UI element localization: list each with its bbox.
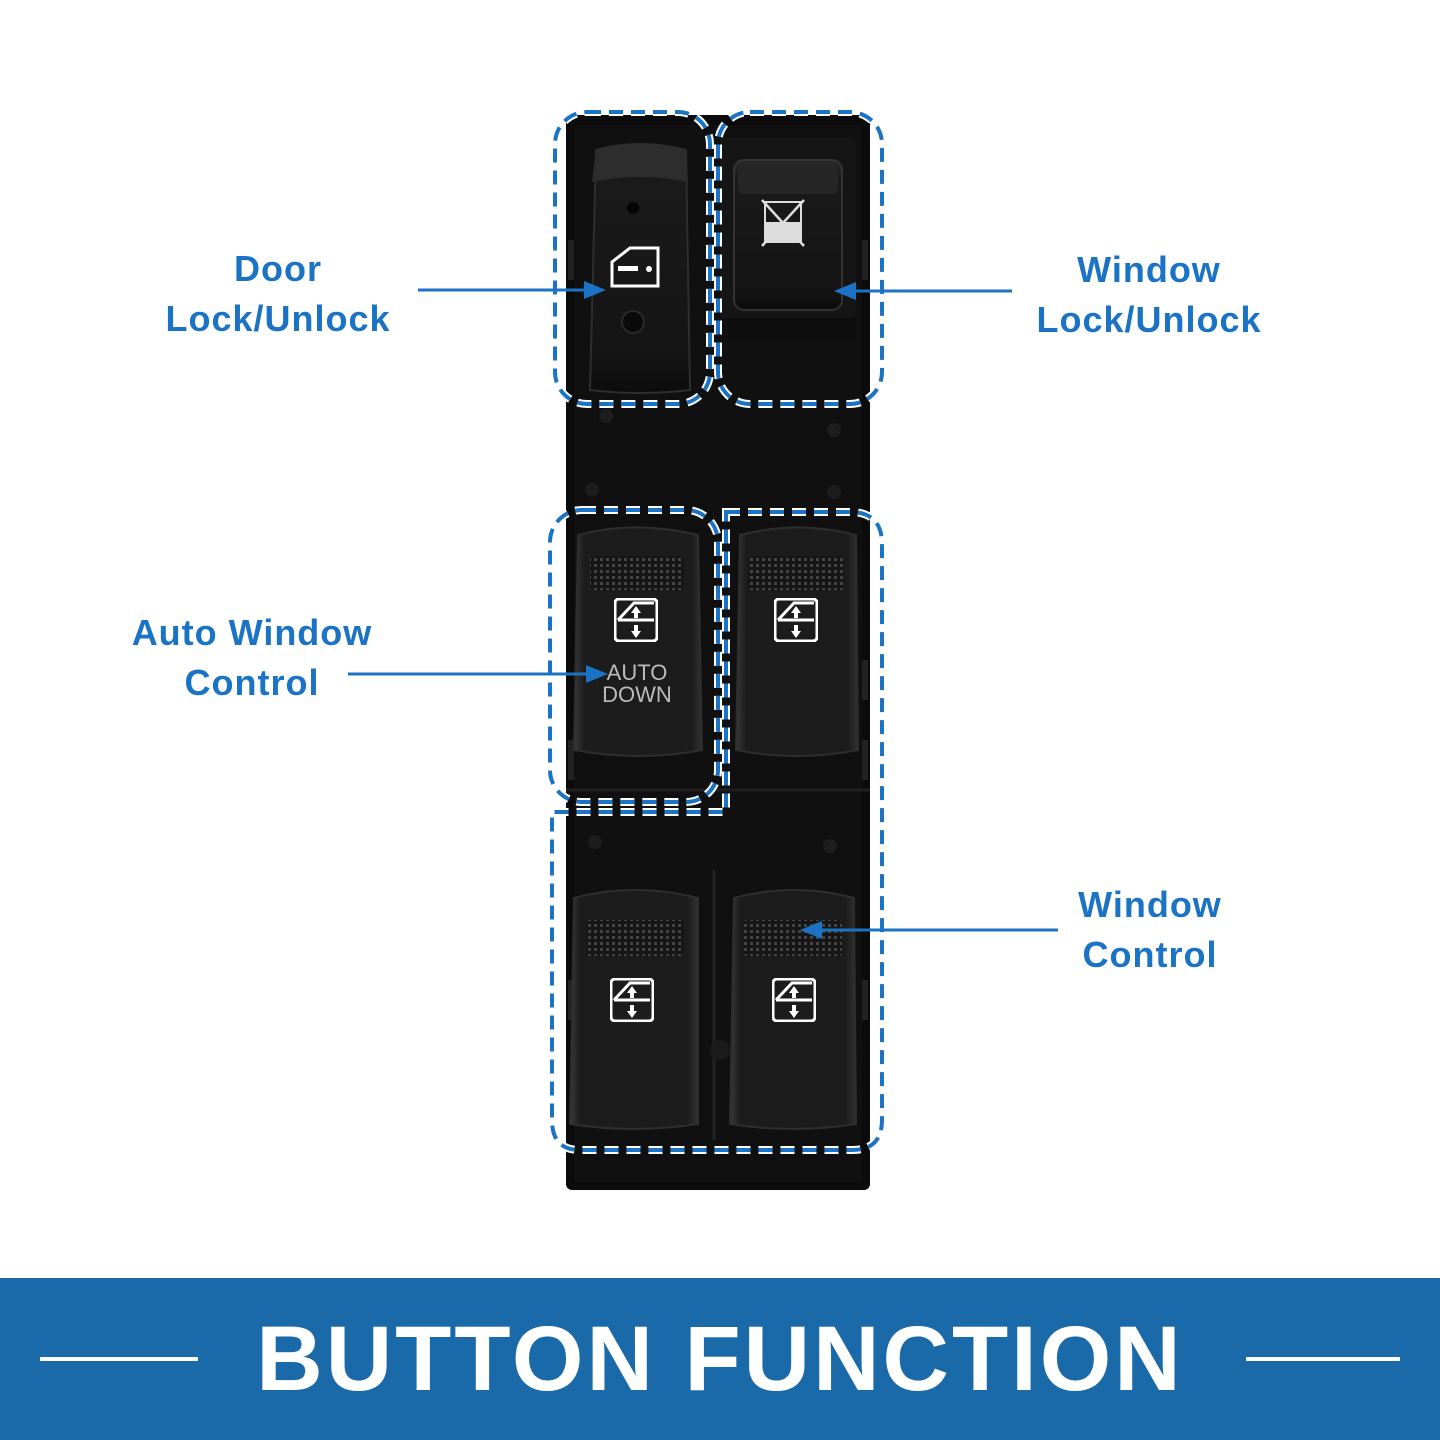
banner-rule-right xyxy=(1246,1357,1400,1361)
rear-right-window-button[interactable] xyxy=(728,889,858,1130)
door-lock-icon xyxy=(610,246,660,288)
window-lock-label-line2: Lock/Unlock xyxy=(1036,299,1262,340)
down-text: DOWN xyxy=(602,682,672,707)
auto-window-label: Auto Window Control xyxy=(112,608,392,708)
window-lock-label: Window Lock/Unlock xyxy=(1018,245,1280,345)
title-banner: BUTTON FUNCTION xyxy=(0,1278,1440,1440)
auto-window-label-line1: Auto Window xyxy=(131,612,373,653)
window-lock-pointer xyxy=(834,282,1012,300)
door-lock-label: Door Lock/Unlock xyxy=(150,244,406,344)
window-lock-label-line1: Window xyxy=(1077,249,1221,290)
banner-title: BUTTON FUNCTION xyxy=(256,1308,1184,1410)
window-lock-icon xyxy=(761,199,805,247)
window-lock-button[interactable] xyxy=(720,138,856,340)
auto-window-button[interactable]: AUTO DOWN xyxy=(572,526,704,757)
rear-left-window-button[interactable] xyxy=(568,889,699,1130)
window-control-label: Window Control xyxy=(1050,880,1250,980)
auto-text: AUTO xyxy=(607,660,668,685)
window-control-pointer xyxy=(800,921,1058,939)
door-lock-label-line2: Lock/Unlock xyxy=(165,298,391,339)
door-lock-label-line1: Door xyxy=(234,248,322,289)
auto-window-pointer xyxy=(348,665,608,683)
banner-rule-left xyxy=(40,1357,198,1361)
window-control-label-line2: Control xyxy=(1082,934,1218,975)
door-lock-pointer xyxy=(418,281,606,299)
passenger-window-button[interactable] xyxy=(734,526,860,757)
window-control-label-line1: Window xyxy=(1078,884,1222,925)
auto-window-label-line2: Control xyxy=(184,662,320,703)
door-lock-button[interactable] xyxy=(588,143,692,394)
